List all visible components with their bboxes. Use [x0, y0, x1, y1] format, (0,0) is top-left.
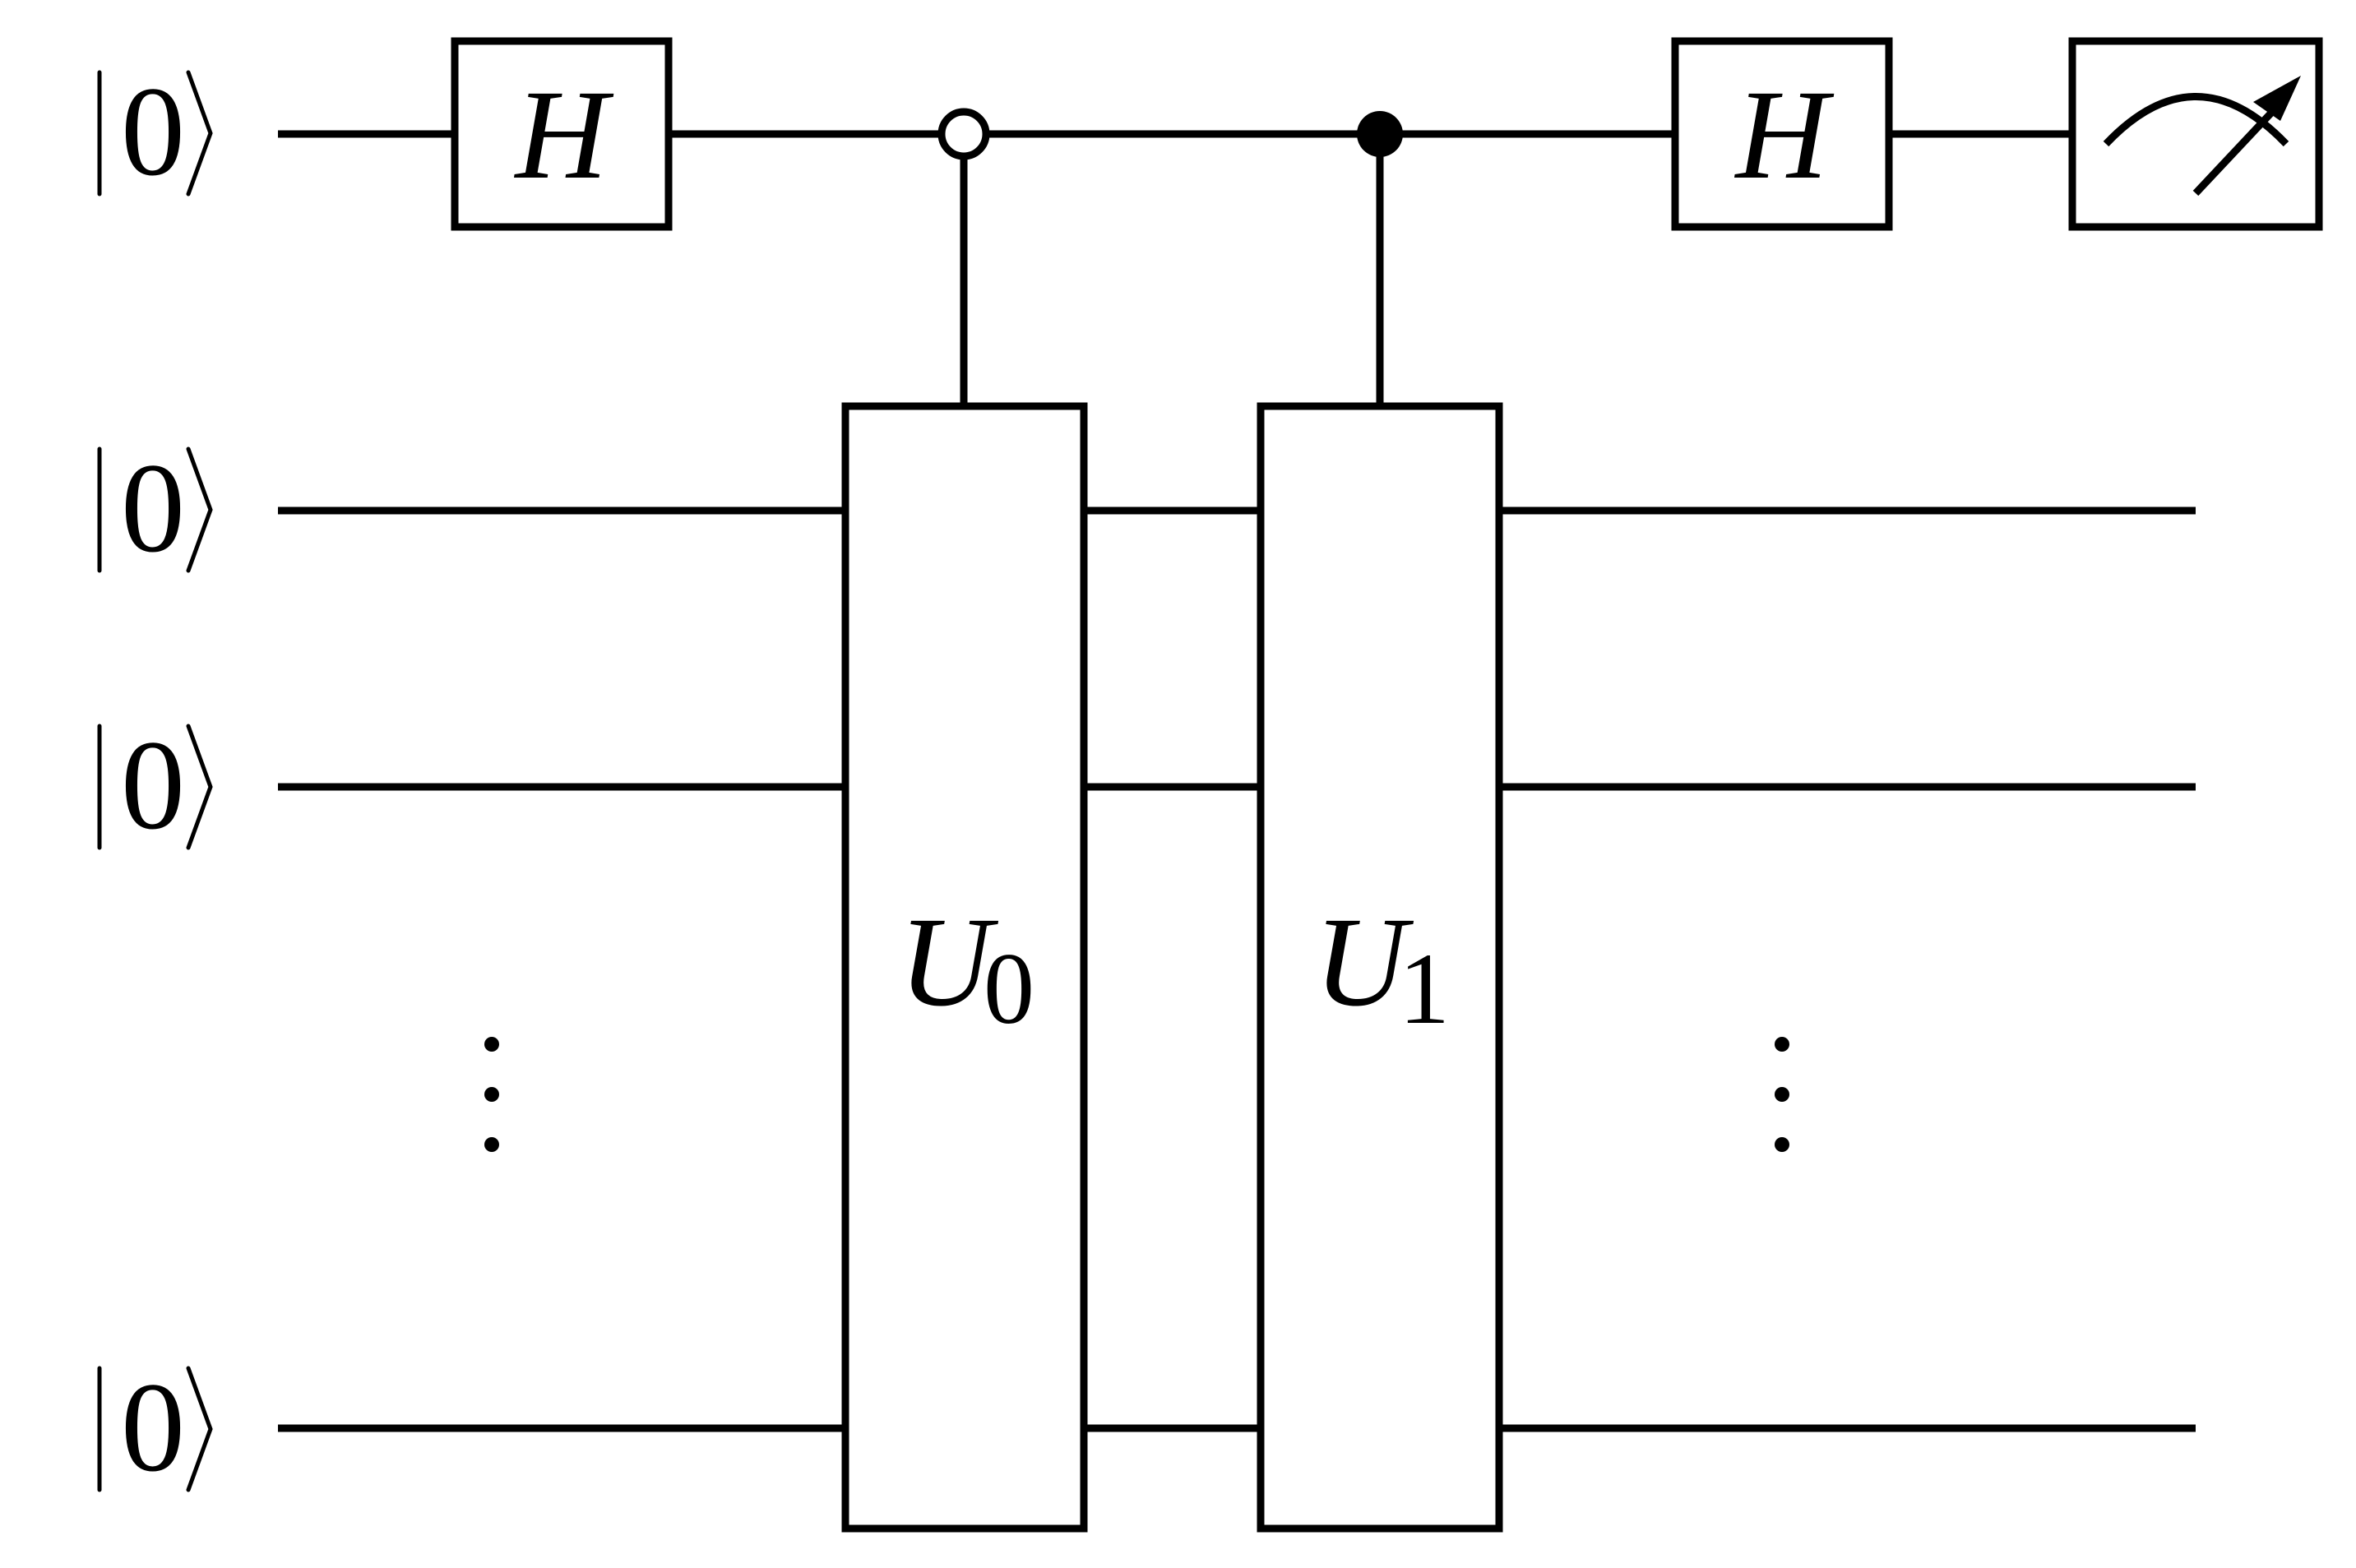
hadamard-gate-first-label: H [514, 63, 614, 206]
hadamard-gate-second-label: H [1734, 63, 1835, 206]
qubit-label-3: 0 [97, 1356, 213, 1498]
gate-u1: U 1 [1257, 402, 1503, 1533]
gate-u0-label: U [899, 890, 999, 1033]
open-control-dot [937, 108, 990, 160]
gate-u0: U 0 [841, 402, 1088, 1533]
measurement-gate [2068, 37, 2323, 231]
gate-u1-label: U [1314, 890, 1414, 1033]
qubit-label-1: 0 [97, 437, 213, 579]
qubit-label-3-digit: 0 [121, 1356, 185, 1498]
hadamard-gate-first: H [451, 37, 673, 231]
qubit-label-0-digit: 0 [121, 60, 185, 202]
qubit-label-0: 0 [97, 60, 213, 202]
filled-control-dot [1357, 111, 1403, 157]
qubit-label-2: 0 [97, 714, 213, 856]
meter-icon [2103, 76, 2301, 197]
gate-u0-subscript: 0 [984, 932, 1035, 1045]
hadamard-gate-second: H [1671, 37, 1893, 231]
qubit-label-1-digit: 0 [121, 437, 185, 579]
vertical-ellipsis-right [1775, 1037, 1789, 1152]
gate-u1-subscript: 1 [1399, 932, 1450, 1045]
vertical-ellipsis-left [484, 1037, 499, 1152]
qubit-label-2-digit: 0 [121, 714, 185, 856]
